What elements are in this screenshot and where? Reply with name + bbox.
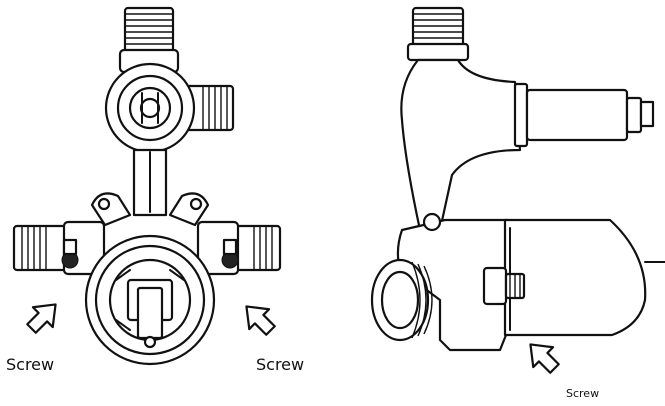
left-threaded-outlet	[12, 220, 106, 276]
right-threaded-outlet	[196, 220, 282, 276]
top-threaded-inlet	[118, 6, 180, 74]
screw-label-left: Screw	[6, 355, 55, 374]
side-upper-body	[400, 58, 522, 232]
side-screws	[61, 238, 239, 269]
screw-label-right: Screw	[566, 387, 600, 400]
screw-label-middle: Screw	[256, 355, 305, 374]
connecting-tubes	[132, 148, 168, 217]
valve-side-view	[370, 6, 665, 352]
upper-valve-body	[104, 62, 196, 154]
side-trim-cylinder	[503, 218, 665, 337]
arrow-icon	[245, 305, 276, 336]
valve-front-view	[12, 6, 282, 366]
arrow-icon	[26, 303, 57, 334]
main-valve-body	[84, 234, 216, 366]
side-view-screw	[482, 266, 526, 306]
side-front-outlet	[370, 258, 433, 342]
side-cartridge	[513, 82, 655, 148]
mounting-ears	[90, 192, 210, 227]
arrow-icon	[529, 343, 560, 374]
side-top-inlet	[406, 6, 470, 62]
